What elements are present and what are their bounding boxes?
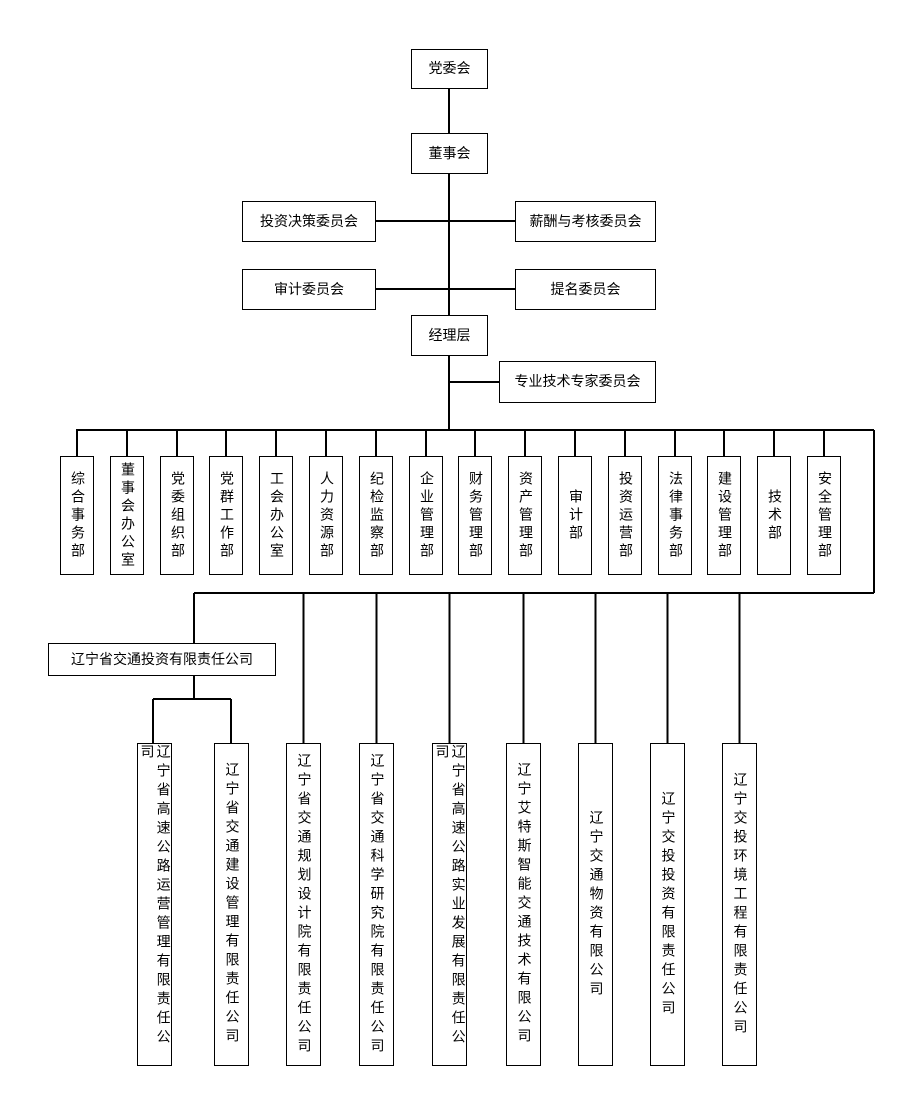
subsidiary-box: 辽宁省交通规划设计院有限责任公司 [286, 743, 321, 1066]
party-committee-box: 党委会 [411, 49, 488, 89]
department-label: 企业管理部 [418, 470, 435, 561]
department-box: 资产管理部 [508, 456, 542, 575]
parent-company-label: 辽宁省交通投资有限责任公司 [71, 651, 253, 668]
department-label: 财务管理部 [467, 470, 484, 561]
subsidiary-box: 辽宁交通物资有限公司 [578, 743, 613, 1066]
compensation-committee-label: 薪酬与考核委员会 [529, 213, 642, 230]
department-box: 企业管理部 [409, 456, 443, 575]
department-box: 董事会办公室 [110, 456, 144, 575]
department-label: 法律事务部 [667, 470, 684, 561]
management-label: 经理层 [428, 327, 471, 344]
subsidiary-box: 辽宁省交通建设管理有限责任公司 [214, 743, 249, 1066]
department-box: 审计部 [558, 456, 592, 575]
department-label: 人力资源部 [318, 470, 335, 561]
subsidiary-box: 辽宁交投环境工程有限责任公司 [722, 743, 757, 1066]
board-box: 董事会 [411, 133, 488, 174]
department-box: 投资运营部 [608, 456, 642, 575]
department-label: 董事会办公室 [119, 461, 136, 570]
subsidiary-label: 辽宁省交通科学研究院有限责任公司 [368, 752, 385, 1057]
subsidiary-box: 辽宁省高速公路运营管理有限责任公司 [137, 743, 172, 1066]
management-box: 经理层 [411, 315, 488, 356]
subsidiary-box: 辽宁省交通科学研究院有限责任公司 [359, 743, 394, 1066]
department-label: 资产管理部 [517, 470, 534, 561]
department-label: 党群工作部 [218, 470, 235, 561]
subsidiary-box: 辽宁艾特斯智能交通技术有限公司 [506, 743, 541, 1066]
board-label: 董事会 [428, 145, 471, 162]
department-label: 纪检监察部 [368, 470, 385, 561]
department-box: 人力资源部 [309, 456, 343, 575]
department-box: 技术部 [757, 456, 791, 575]
department-label: 审计部 [567, 488, 584, 543]
department-box: 财务管理部 [458, 456, 492, 575]
department-box: 综合事务部 [60, 456, 94, 575]
department-label: 投资运营部 [617, 470, 634, 561]
subsidiary-box: 辽宁交投投资有限责任公司 [650, 743, 685, 1066]
department-box: 党群工作部 [209, 456, 243, 575]
department-label: 综合事务部 [69, 470, 86, 561]
subsidiary-label: 辽宁省交通建设管理有限责任公司 [223, 762, 240, 1047]
department-label: 建设管理部 [716, 470, 733, 561]
party-committee-label: 党委会 [428, 61, 471, 77]
department-label: 技术部 [766, 488, 783, 543]
department-label: 党委组织部 [169, 470, 186, 561]
subsidiary-label: 辽宁省高速公路实业发展有限责任公司 [433, 744, 466, 1048]
nomination-committee-box: 提名委员会 [515, 269, 656, 310]
department-label: 安全管理部 [816, 470, 833, 561]
department-box: 工会办公室 [259, 456, 293, 575]
subsidiary-label: 辽宁交通物资有限公司 [587, 809, 604, 1000]
department-box: 纪检监察部 [359, 456, 393, 575]
subsidiary-box: 辽宁省高速公路实业发展有限责任公司 [432, 743, 467, 1066]
department-box: 建设管理部 [707, 456, 741, 575]
department-label: 工会办公室 [268, 470, 285, 561]
department-box: 安全管理部 [807, 456, 841, 575]
subsidiary-label: 辽宁省高速公路运营管理有限责任公司 [138, 744, 171, 1048]
investment-committee-label: 投资决策委员会 [260, 213, 358, 230]
department-box: 党委组织部 [160, 456, 194, 575]
investment-committee-box: 投资决策委员会 [242, 201, 376, 242]
subsidiary-label: 辽宁艾特斯智能交通技术有限公司 [515, 762, 532, 1047]
nomination-committee-label: 提名委员会 [550, 281, 621, 298]
audit-committee-label: 审计委员会 [274, 281, 344, 298]
expert-committee-label: 专业技术专家委员会 [514, 374, 641, 390]
subsidiary-label: 辽宁省交通规划设计院有限责任公司 [295, 752, 312, 1057]
audit-committee-box: 审计委员会 [242, 269, 376, 310]
department-box: 法律事务部 [658, 456, 692, 575]
compensation-committee-box: 薪酬与考核委员会 [515, 201, 656, 242]
subsidiary-label: 辽宁交投环境工程有限责任公司 [731, 771, 748, 1038]
parent-company-box: 辽宁省交通投资有限责任公司 [48, 643, 276, 676]
expert-committee-box: 专业技术专家委员会 [499, 361, 656, 403]
subsidiary-label: 辽宁交投投资有限责任公司 [659, 790, 676, 1019]
